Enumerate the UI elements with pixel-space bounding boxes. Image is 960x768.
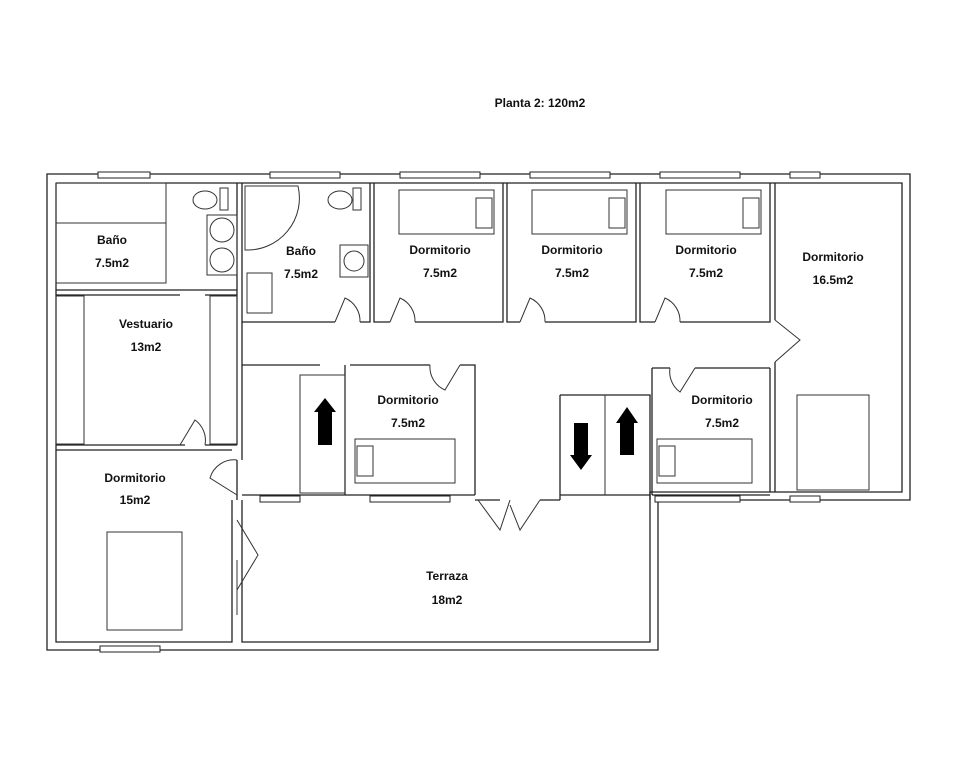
room-name: Dormitorio — [691, 393, 752, 407]
windows — [97, 171, 821, 653]
room-name: Dormitorio — [802, 250, 863, 264]
room-name: Dormitorio — [409, 243, 470, 257]
furniture — [55, 182, 870, 631]
room-name: Baño — [97, 233, 127, 247]
room-area: 13m2 — [131, 340, 162, 354]
room-area: 7.5m2 — [705, 416, 739, 430]
room-labels: Baño 7.5m2 Vestuario 13m2 Dormitorio 15m… — [95, 233, 864, 607]
room-area: 7.5m2 — [95, 256, 129, 270]
room-name: Dormitorio — [377, 393, 438, 407]
room-area: 15m2 — [120, 493, 151, 507]
room-name: Dormitorio — [541, 243, 602, 257]
room-area: 7.5m2 — [391, 416, 425, 430]
room-area: 16.5m2 — [813, 273, 854, 287]
room-area: 7.5m2 — [423, 266, 457, 280]
plan-title: Planta 2: 120m2 — [495, 96, 586, 110]
room-name: Dormitorio — [104, 471, 165, 485]
room-name: Dormitorio — [675, 243, 736, 257]
room-area: 7.5m2 — [689, 266, 723, 280]
room-name: Terraza — [426, 569, 468, 583]
room-area: 18m2 — [432, 593, 463, 607]
walls — [46, 173, 911, 651]
doors — [179, 297, 801, 615]
room-area: 7.5m2 — [284, 267, 318, 281]
room-name: Vestuario — [119, 317, 173, 331]
room-area: 7.5m2 — [555, 266, 589, 280]
room-name: Baño — [286, 244, 316, 258]
